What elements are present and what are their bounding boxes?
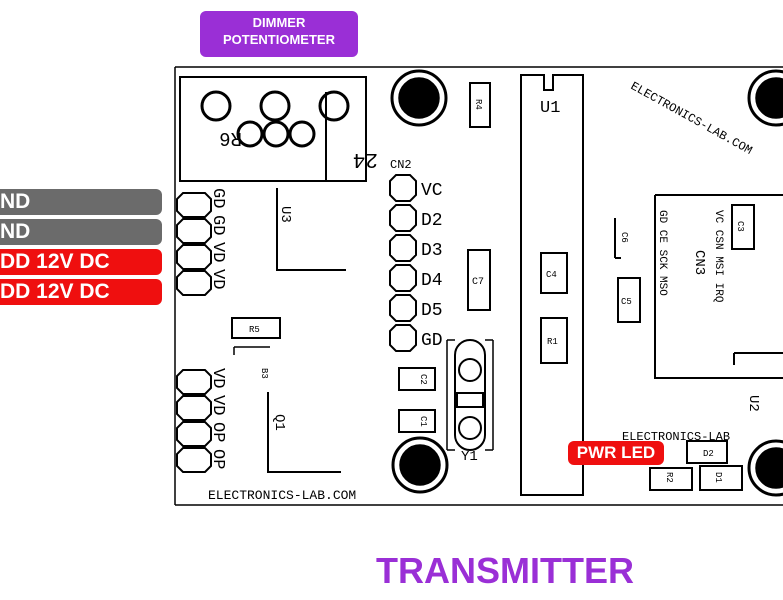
pin-label-vdd-1: DD 12V DC — [0, 249, 162, 275]
c3-label: C3 — [735, 221, 745, 232]
cn2-pin-d3: D3 — [421, 241, 443, 261]
u2-label: U2 — [745, 395, 761, 412]
cn2-label: CN2 — [390, 158, 412, 172]
r4-label: R4 — [473, 99, 483, 110]
silkscreen-diagonal: ELECTRONICS-LAB.COM — [628, 79, 754, 158]
cn2-pin-d2: D2 — [421, 211, 443, 231]
dimmer-label-line-1: DIMMER — [252, 15, 306, 30]
q1-label: Q1 — [271, 414, 287, 431]
silkscreen-bottom: ELECTRONICS-LAB.COM — [208, 488, 356, 503]
left-header-pin-gd-1: GD — [208, 188, 227, 208]
pin-label-vdd-2: DD 12V DC — [0, 279, 162, 305]
c2-label: C2 — [418, 374, 428, 385]
r1-label: R1 — [547, 337, 558, 347]
left-header-pin-vd-2: VD — [208, 269, 227, 289]
d2-label: D2 — [703, 449, 714, 459]
left-header2-pin-vd-2: VD — [208, 395, 227, 415]
dimmer-potentiometer-label: DIMMER POTENTIOMETER — [200, 11, 358, 57]
cn2-pin-vc: VC — [421, 181, 443, 201]
left-header2-pin-vd-1: VD — [208, 368, 227, 388]
left-header-pin-gd-2: GD — [208, 215, 227, 235]
cn2-pin-gd: GD — [421, 331, 443, 351]
silkscreen-right: ELECTRONICS-LAB — [622, 430, 730, 444]
c1-label: C1 — [418, 416, 428, 427]
left-header2-pin-op-2: OP — [208, 449, 227, 469]
c4-label: C4 — [546, 270, 557, 280]
r6-label: R6 — [219, 127, 242, 149]
left-header-pin-vd-1: VD — [208, 242, 227, 262]
pot-24-label: 24 — [353, 147, 378, 170]
pwr-led-label: PWR LED — [568, 441, 664, 465]
c5-label: C5 — [621, 297, 632, 307]
r5-label: R5 — [249, 325, 260, 335]
cn3-row-1: VC CSN MSI IRQ — [712, 210, 724, 303]
left-header2-pin-op-1: OP — [208, 422, 227, 442]
cn3-label: CN3 — [691, 250, 707, 275]
u3-label: U3 — [277, 206, 293, 223]
y1-label: Y1 — [461, 449, 478, 465]
u1-label: U1 — [540, 99, 560, 118]
b3-label: B3 — [259, 368, 269, 379]
cn3-row-2: GD CE SCK MSO — [656, 210, 668, 296]
cn2-pin-d5: D5 — [421, 301, 443, 321]
c6-label: C6 — [619, 232, 629, 243]
r2-label: R2 — [664, 472, 674, 483]
c7-label: C7 — [472, 277, 484, 288]
page-title: TRANSMITTER — [376, 550, 634, 591]
pin-label-gnd-1: ND — [0, 189, 162, 215]
pin-label-gnd-2: ND — [0, 219, 162, 245]
d1-label: D1 — [713, 472, 723, 483]
cn2-pin-d4: D4 — [421, 271, 443, 291]
dimmer-label-line-2: POTENTIOMETER — [223, 32, 335, 47]
